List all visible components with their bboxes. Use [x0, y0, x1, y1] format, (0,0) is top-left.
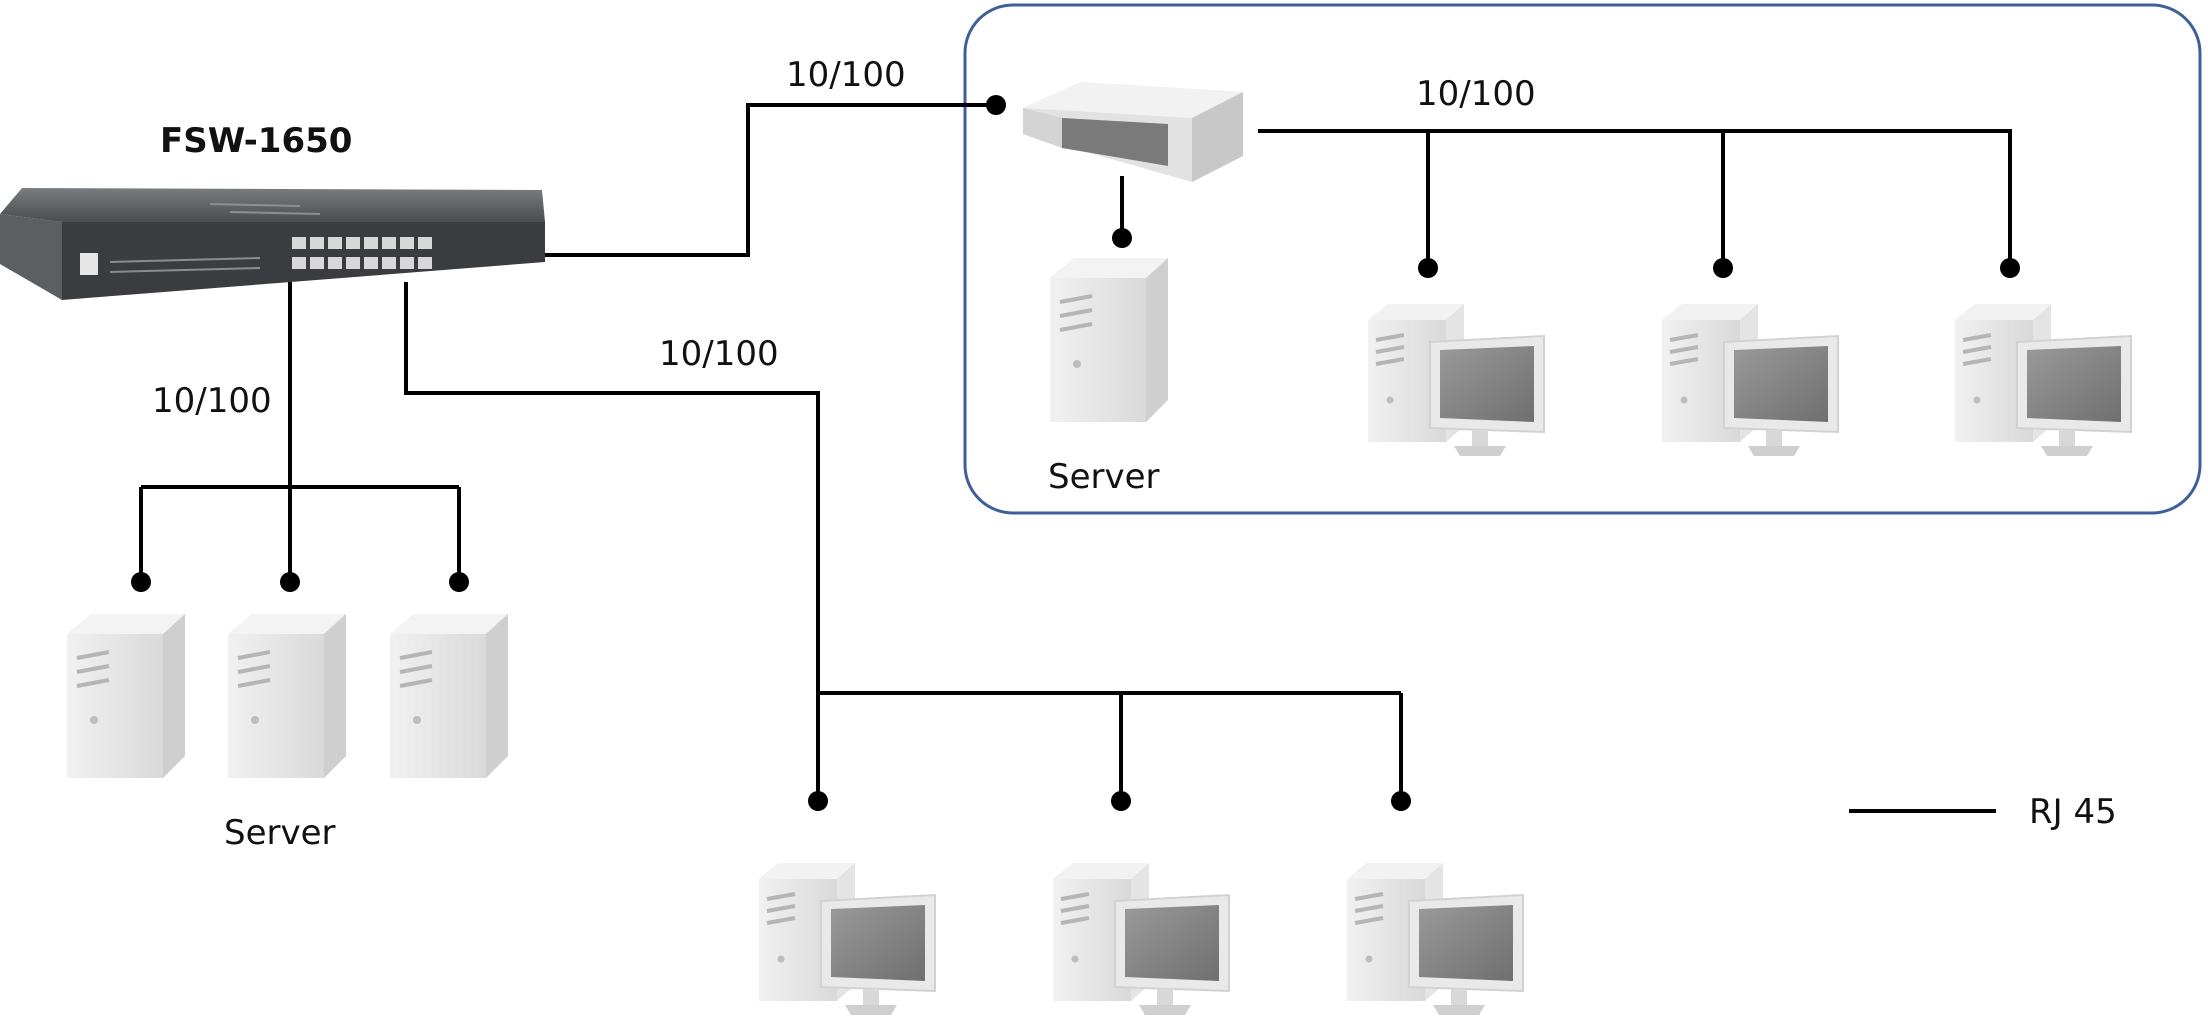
server-tower-icon — [65, 612, 187, 780]
legend-label: RJ 45 — [2029, 792, 2117, 832]
switch-model-label: FSW-1650 — [160, 121, 352, 161]
network-hub-icon — [1023, 82, 1243, 182]
desktop-computer-icon — [1366, 302, 1546, 458]
uplink-cable — [545, 103, 996, 257]
desktop-computer-icon — [757, 861, 937, 1016]
desktop-computer-icon — [1953, 302, 2133, 458]
server-tower-icon — [388, 612, 510, 780]
remote-server-label: Server — [1048, 457, 1160, 497]
workstation-group-cable — [404, 282, 820, 801]
remote-segment-speed-label: 10/100 — [1416, 74, 1536, 114]
connection-points — [131, 95, 2020, 811]
desktop-computer-icon — [1051, 861, 1231, 1016]
uplink-speed-label: 10/100 — [786, 55, 906, 95]
workstation-group-speed-label: 10/100 — [659, 334, 779, 374]
desktop-computer-icon — [1345, 861, 1525, 1016]
server-tower-icon — [1048, 256, 1170, 424]
cabling — [139, 103, 2012, 801]
server-tower-icon — [226, 612, 348, 780]
remote-segment-frame — [963, 3, 2202, 515]
network-switch-icon — [0, 188, 545, 300]
remote-workstation-bus — [1258, 129, 2012, 268]
server-group-label: Server — [224, 813, 336, 853]
server-group-speed-label: 10/100 — [152, 381, 272, 421]
desktop-computer-icon — [1660, 302, 1840, 458]
